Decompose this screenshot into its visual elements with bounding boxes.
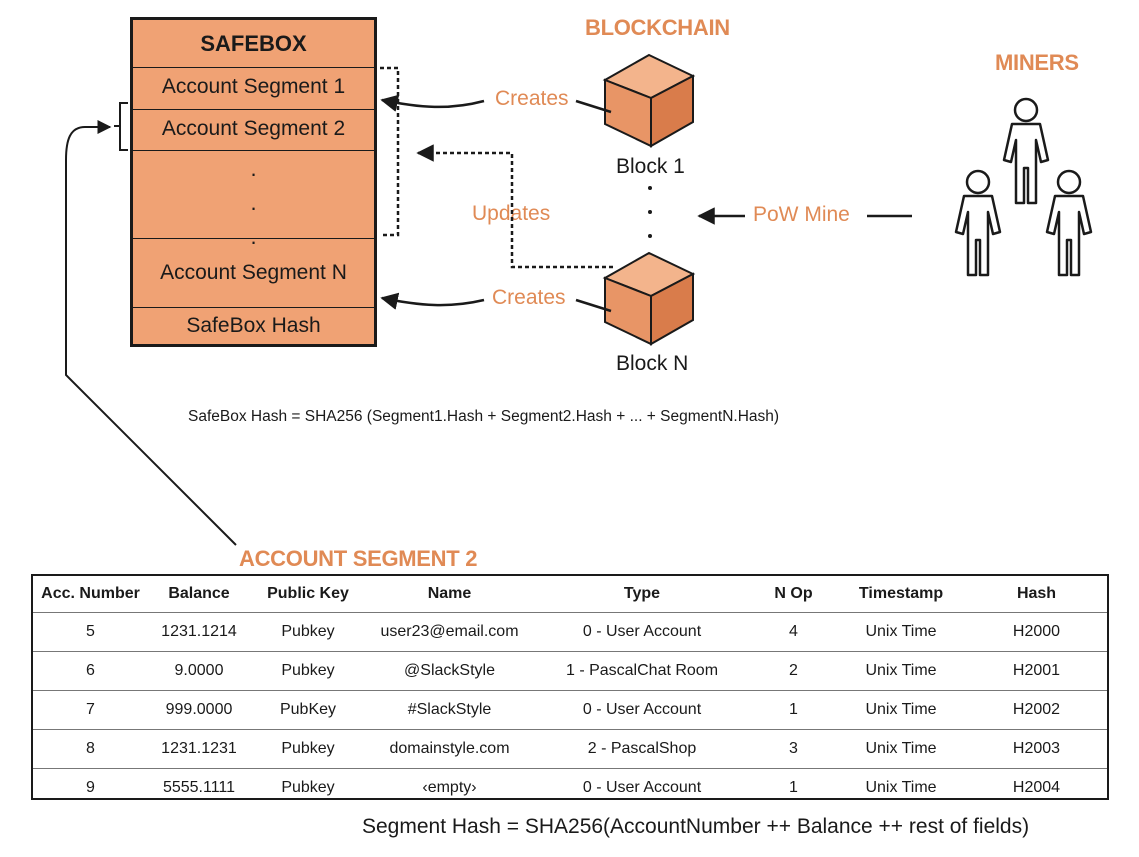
safebox-hash-formula: SafeBox Hash = SHA256 (Segment1.Hash + S… [188, 408, 780, 425]
table-cell: 2 - PascalShop [533, 729, 751, 769]
table-cell: Pubkey [250, 651, 366, 691]
creates-connector-2 [575, 298, 612, 313]
creates-connector-1 [575, 99, 612, 114]
table-row: 8 1231.1231 Pubkey domainstyle.com 2 - P… [33, 729, 1107, 769]
table-cell: 8 [33, 729, 148, 769]
table-cell: domainstyle.com [366, 729, 533, 769]
table-cell: 1 [789, 779, 798, 796]
table-cell: ‹empty› [422, 779, 477, 796]
table-cell: H2004 [1012, 779, 1061, 796]
ellipsis-dot: · [249, 229, 258, 254]
table-row: 5 1231.1214 Pubkey user23@email.com 0 - … [33, 612, 1107, 652]
col-header: Acc. Number [33, 576, 148, 613]
account-segment-n: Account Segment N [133, 238, 374, 308]
table-cell: 5555.1111 [162, 779, 236, 796]
creates-label-2: Creates [492, 286, 566, 309]
table-cell: 9.0000 [148, 651, 250, 691]
creates-label-1: Creates [495, 87, 569, 110]
miner-person-icon [1045, 169, 1093, 277]
updates-arrow [416, 144, 613, 269]
table-cell: #SlackStyle [366, 690, 533, 730]
col-header: Type [533, 576, 751, 613]
account-segment-1: Account Segment 1 [133, 67, 374, 110]
block-1-cube-icon [602, 53, 696, 148]
table-cell: 1 [751, 690, 836, 730]
block-n-label: Block N [616, 352, 689, 375]
table-cell: user23@email.com [366, 612, 533, 652]
table-cell: 4 [751, 612, 836, 652]
ellipsis-dot: · [249, 161, 258, 186]
account-segment-table: Acc. Number Balance Public Key Name Type… [31, 574, 1109, 800]
table-cell: 999.0000 [148, 690, 250, 730]
table-cell: 7 [33, 690, 148, 730]
col-header: Balance [148, 576, 250, 613]
col-header: Hash [966, 576, 1107, 613]
safebox-hash: SafeBox Hash [186, 314, 321, 337]
ellipsis-dot: · [249, 195, 258, 220]
table-cell: Unix Time [836, 729, 966, 769]
table-row: 9 5555.1111 Pubkey ‹empty› 0 - User Acco… [33, 769, 1107, 808]
miner-person-icon [1002, 97, 1050, 205]
table-cell: 2 [751, 651, 836, 691]
table-row: 6 9.0000 Pubkey @SlackStyle 1 - PascalCh… [33, 651, 1107, 691]
col-header: Public Key [250, 576, 366, 613]
table-cell: 1 - PascalChat Room [533, 651, 751, 691]
table-cell: PubKey [250, 690, 366, 730]
table-cell: 9 [86, 779, 95, 796]
table-cell: H2000 [966, 612, 1107, 652]
chain-dots [648, 186, 652, 238]
table-cell: Unix Time [865, 779, 937, 796]
table-cell: Unix Time [836, 651, 966, 691]
col-header: Name [366, 576, 533, 613]
safebox-title: SAFEBOX [133, 20, 374, 68]
miners-title: MINERS [995, 50, 1079, 75]
pow-mine-label: PoW Mine [753, 203, 850, 226]
table-cell: Pubkey [281, 779, 335, 796]
creates-arrow-2 [380, 292, 485, 310]
account-segment-2: Account Segment 2 [133, 109, 374, 151]
table-cell: Pubkey [250, 729, 366, 769]
table-cell: Unix Time [836, 690, 966, 730]
table-cell: H2002 [966, 690, 1107, 730]
block-1-label: Block 1 [616, 155, 685, 178]
table-cell: Unix Time [836, 612, 966, 652]
updates-bracket [380, 66, 400, 237]
blockchain-title: BLOCKCHAIN [585, 15, 730, 40]
segment-hash-formula: Segment Hash = SHA256(AccountNumber ++ B… [362, 815, 1030, 838]
table-cell: 1231.1231 [148, 729, 250, 769]
table-cell: 6 [33, 651, 148, 691]
block-n-cube-icon [602, 251, 696, 346]
table-cell: 0 - User Account [533, 690, 751, 730]
table-cell: 0 - User Account [582, 779, 702, 796]
creates-arrow-1 [380, 94, 485, 112]
table-row: 7 999.0000 PubKey #SlackStyle 0 - User A… [33, 690, 1107, 730]
table-header-row: Acc. Number Balance Public Key Name Type… [33, 576, 1107, 613]
segment-2-brace [114, 102, 128, 151]
segment-2-leader [65, 126, 237, 546]
col-header: Timestamp [836, 576, 966, 613]
table-cell: 0 - User Account [533, 612, 751, 652]
table-cell: @SlackStyle [366, 651, 533, 691]
miner-person-icon [954, 169, 1002, 277]
table-cell: 3 [751, 729, 836, 769]
table-cell: 1231.1214 [148, 612, 250, 652]
account-segment-title: ACCOUNT SEGMENT 2 [239, 546, 478, 571]
col-header: N Op [751, 576, 836, 613]
table-cell: H2003 [966, 729, 1107, 769]
table-cell: Pubkey [250, 612, 366, 652]
segment-ellipsis: · · · [133, 150, 374, 253]
table-cell: H2001 [966, 651, 1107, 691]
table-cell: 5 [33, 612, 148, 652]
safebox: SAFEBOX Account Segment 1 Account Segmen… [130, 17, 377, 347]
